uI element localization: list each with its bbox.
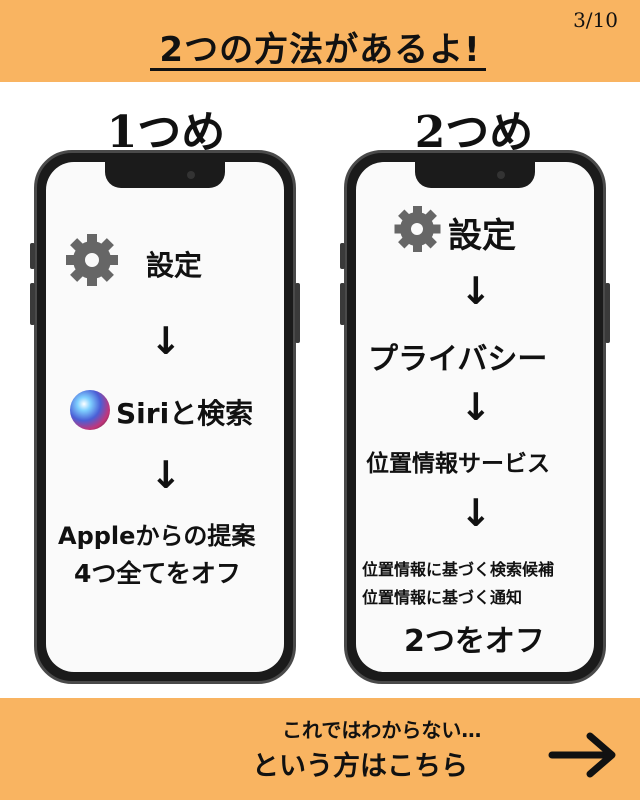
step-turn-off-two: 2つをオフ	[404, 624, 545, 659]
step-location-notifications: 位置情報に基づく通知	[362, 588, 523, 607]
footer-band	[0, 698, 640, 800]
method1-heading: 1つめ	[106, 107, 226, 158]
phone-notch	[415, 162, 535, 188]
phone-mockup-method2: 設定 ↓ プライバシー ↓ 位置情報サービス ↓ 位置情報に基づく検索候補 位置…	[340, 150, 610, 684]
phone-notch	[105, 162, 225, 188]
step-location-search-suggestions: 位置情報に基づく検索候補	[362, 560, 555, 579]
phone-screen-method1: 設定 ↓ Siriと検索 ↓ Appleからの提案 4つ全てをオフ	[46, 162, 284, 672]
phone-screen-method2: 設定 ↓ プライバシー ↓ 位置情報サービス ↓ 位置情報に基づく検索候補 位置…	[356, 162, 594, 672]
phone-mockup-method1: 設定 ↓ Siriと検索 ↓ Appleからの提案 4つ全てをオフ	[30, 150, 300, 684]
footer-prompt: これではわからない…	[282, 718, 482, 742]
method2-heading: 2つめ	[414, 107, 534, 158]
phone-side-button	[295, 283, 300, 343]
footer-link-text[interactable]: という方はこちら	[252, 751, 468, 782]
gear-icon	[394, 206, 440, 252]
page-counter: 3/10	[573, 8, 618, 32]
arrow-down-icon: ↓	[460, 269, 492, 313]
step-settings: 設定	[146, 249, 203, 282]
step-turn-off-all: 4つ全てをオフ	[74, 559, 241, 588]
arrow-down-icon: ↓	[150, 319, 182, 363]
siri-icon	[70, 390, 110, 430]
phone-side-button	[30, 283, 35, 325]
step-siri-search: Siriと検索	[116, 397, 254, 430]
phone-side-button	[340, 243, 345, 269]
step-apple-suggestions: Appleからの提案	[58, 522, 256, 550]
gear-icon	[66, 234, 118, 286]
title-underline	[150, 68, 486, 71]
step-privacy: プライバシー	[368, 342, 548, 377]
phone-side-button	[605, 283, 610, 343]
step-location-services: 位置情報サービス	[366, 451, 550, 477]
arrow-down-icon: ↓	[150, 453, 182, 497]
phone-side-button	[340, 283, 345, 325]
arrow-right-icon[interactable]	[548, 730, 620, 780]
arrow-down-icon: ↓	[460, 385, 492, 429]
step-settings: 設定	[448, 216, 516, 256]
page-title: 2つの方法があるよ!	[159, 30, 481, 70]
phone-side-button	[30, 243, 35, 269]
arrow-down-icon: ↓	[460, 491, 492, 535]
